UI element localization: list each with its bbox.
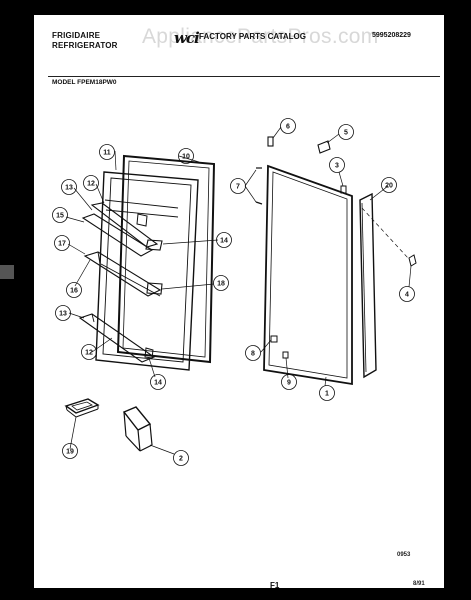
callout-8-label: 8	[251, 351, 255, 358]
parts-diagram-sheet: AppliancePartsPros.com FRIGIDAIRE REFRIG…	[34, 15, 444, 590]
callout-14-upper-label: 14	[220, 238, 228, 245]
header-divider	[48, 76, 440, 77]
bottom-hinge-bushing	[270, 335, 278, 343]
callout-6: 6	[280, 118, 296, 134]
figure-label: F1	[270, 581, 280, 590]
callout-19-label: 19	[66, 449, 74, 456]
catalog-title: FACTORY PARTS CATALOG	[199, 32, 306, 41]
callout-12-upper-label: 12	[87, 181, 95, 188]
door-gasket	[116, 154, 216, 364]
callout-2: 2	[173, 450, 189, 466]
hinge-pin	[267, 136, 274, 147]
callout-19: 19	[62, 443, 78, 459]
callout-18: 18	[213, 275, 229, 291]
callout-13-lower-label: 13	[59, 311, 67, 318]
model-number: MODEL FPEM18PW0	[52, 79, 117, 86]
callout-7: 7	[230, 178, 246, 194]
callout-16: 16	[66, 282, 82, 298]
screw-top	[255, 167, 263, 205]
callout-10-label: 10	[182, 154, 190, 161]
revision-date: 8/91	[413, 581, 425, 587]
product-type: REFRIGERATOR	[52, 41, 118, 50]
callout-3-label: 3	[335, 163, 339, 170]
callout-17-label: 17	[58, 241, 66, 248]
callout-6-label: 6	[286, 124, 290, 131]
callout-20: 20	[381, 177, 397, 193]
callout-12-upper: 12	[83, 175, 99, 191]
callout-8: 8	[245, 345, 261, 361]
callout-15-label: 15	[56, 213, 64, 220]
upper-shelf-rail	[81, 199, 179, 257]
inner-door-panel	[95, 171, 199, 371]
drawing-code: 0953	[397, 552, 411, 558]
callout-13-upper-label: 13	[65, 185, 73, 192]
callout-markers: 1 2 3 4 5 6 7 8 9 10 11 12 12 13 13 14 1…	[52, 118, 415, 466]
callout-5: 5	[338, 124, 354, 140]
callout-4-label: 4	[405, 292, 409, 299]
callout-14-upper: 14	[216, 232, 232, 248]
scan-edge-mark	[0, 265, 14, 279]
callout-3: 3	[329, 157, 345, 173]
lower-door-shelf	[83, 251, 163, 297]
callout-9: 9	[281, 374, 297, 390]
small-bin	[64, 398, 100, 418]
bottom-door-rail	[78, 313, 156, 363]
door-handle-trim	[359, 192, 377, 379]
callout-11: 11	[99, 144, 115, 160]
callout-18-label: 18	[217, 281, 225, 288]
callout-11-label: 11	[103, 150, 111, 157]
callout-16-label: 16	[70, 288, 78, 295]
butter-bin	[122, 406, 153, 452]
bottom-bushing	[282, 351, 289, 359]
catalog-number: 5995208229	[372, 32, 411, 39]
callout-12-lower: 12	[81, 344, 97, 360]
callout-10: 10	[178, 148, 194, 164]
callout-1: 1	[319, 385, 335, 401]
callout-17: 17	[54, 235, 70, 251]
callout-2-label: 2	[179, 456, 183, 463]
callout-1-label: 1	[325, 391, 329, 398]
callout-14-lower-label: 14	[154, 380, 162, 387]
callout-5-label: 5	[344, 130, 348, 137]
leader-lines	[65, 126, 412, 455]
bushing	[340, 185, 347, 194]
brand-name: FRIGIDAIRE	[52, 31, 101, 40]
callout-9-label: 9	[287, 380, 291, 387]
callout-20-label: 20	[385, 183, 393, 190]
door-stop-bracket	[317, 140, 331, 154]
wci-logo: wci	[174, 29, 200, 47]
screw-side	[408, 254, 417, 267]
callout-14-lower: 14	[150, 374, 166, 390]
callout-13-lower: 13	[55, 305, 71, 321]
outer-door	[263, 164, 353, 386]
watermark: AppliancePartsPros.com	[142, 25, 379, 48]
callout-13-upper: 13	[61, 179, 77, 195]
callout-7-label: 7	[236, 184, 240, 191]
callout-12-lower-label: 12	[85, 350, 93, 357]
callout-4: 4	[399, 286, 415, 302]
callout-15: 15	[52, 207, 68, 223]
